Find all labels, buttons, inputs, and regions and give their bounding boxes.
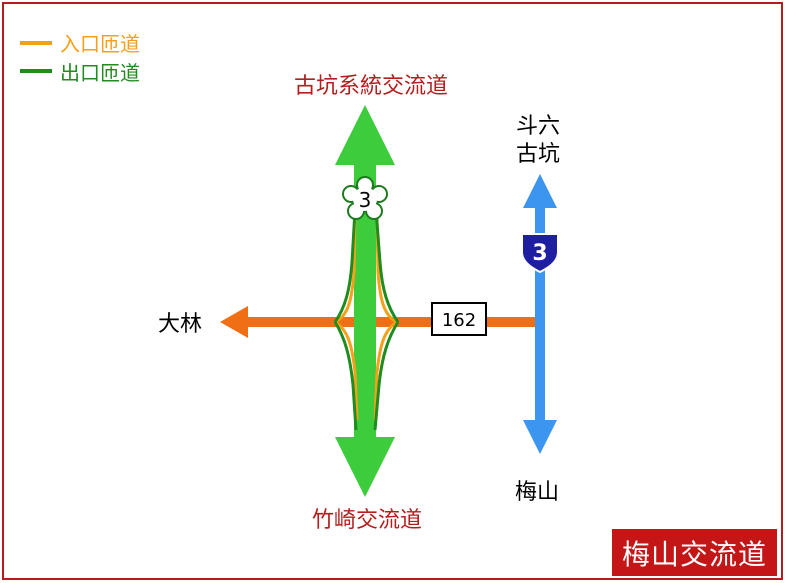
entrance-ramp-nw [334, 214, 357, 324]
county-road-number: 162 [442, 310, 476, 331]
legend-exit-ramp-label: 出口匝道 [60, 61, 140, 85]
map-frame [2, 2, 783, 580]
exit-ramp-nw [333, 209, 357, 323]
provincial-shield: 3 [521, 233, 559, 274]
entrance-ramp-se [373, 320, 398, 421]
south-freeway-label: 竹崎交流道 [312, 508, 422, 533]
north-arrowhead [335, 105, 395, 165]
county-road-162 [220, 306, 540, 338]
west-arrowhead [220, 306, 248, 338]
north-freeway-label: 古坑系統交流道 [294, 74, 448, 99]
entrance-ramp-sw [334, 320, 359, 421]
interchange-title: 梅山交流道 [612, 529, 777, 576]
west-place-label: 大林 [158, 312, 202, 337]
legend: 入口匝道 出口匝道 [20, 32, 140, 85]
freeway-number: 3 [359, 188, 372, 212]
county-road-marker: 162 [431, 302, 487, 336]
exit-ramp-se [373, 321, 400, 431]
freeway-3 [335, 105, 395, 497]
provincial-number: 3 [532, 241, 547, 266]
freeway-shield: 3 [342, 176, 388, 220]
northeast-place-label-1: 斗六 [516, 114, 560, 139]
exit-ramp-ne [374, 209, 400, 323]
entrance-ramp-ne [375, 214, 398, 324]
exit-ramp-sw [333, 321, 358, 431]
legend-entry-ramp-label: 入口匝道 [60, 32, 140, 56]
south-arrowhead [335, 437, 395, 497]
southeast-place-label: 梅山 [515, 480, 559, 505]
northeast-place-label-2: 古坑 [516, 142, 560, 167]
south-arrowhead [523, 420, 557, 454]
ramps [333, 209, 400, 431]
north-arrowhead [523, 174, 557, 208]
provincial-highway-3 [523, 174, 557, 454]
